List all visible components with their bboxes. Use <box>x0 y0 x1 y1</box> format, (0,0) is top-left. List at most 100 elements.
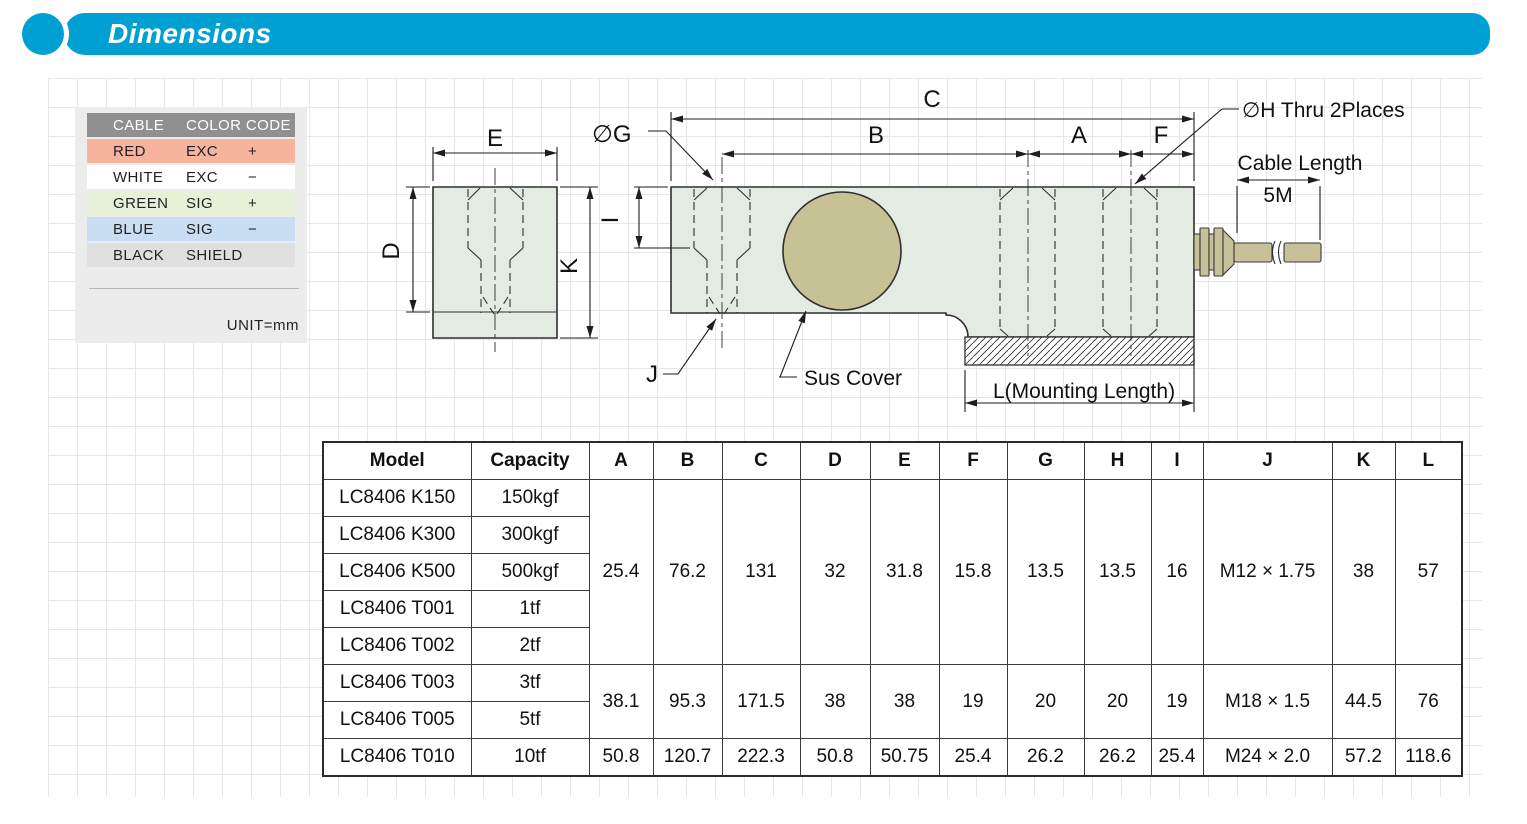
cable-table-header: CABLE COLOR CODE <box>87 113 295 137</box>
cable-polarity: − <box>248 168 258 186</box>
dim-value-c: 171.5 <box>721 664 801 739</box>
capacity-cell: 5tf <box>470 701 590 739</box>
spec-col-capacity: Capacity <box>470 441 590 480</box>
model-cell: LC8406 K500 <box>322 553 472 591</box>
dim-label-A: A <box>1071 122 1087 149</box>
dim-value-a: 50.8 <box>588 738 654 777</box>
dim-value-g: 13.5 <box>1006 479 1085 665</box>
cable-color: BLACK <box>113 246 165 264</box>
cable-header-col2: COLOR CODE <box>186 116 291 134</box>
unit-note: UNIT=mm <box>226 317 299 334</box>
spec-col-k: K <box>1331 441 1396 480</box>
dim-label-J: J <box>646 361 658 388</box>
spec-col-b: B <box>652 441 723 480</box>
spec-col-e: E <box>869 441 940 480</box>
model-cell: LC8406 T005 <box>322 701 472 739</box>
cable-signal: EXC <box>186 168 219 186</box>
dim-value-d: 32 <box>799 479 871 665</box>
cable-header-col1: CABLE <box>113 116 165 134</box>
dim-label-C: C <box>923 86 940 113</box>
dim-label-F: F <box>1154 122 1169 149</box>
spec-col-model: Model <box>322 441 472 480</box>
dim-value-d: 38 <box>799 664 871 739</box>
dim-value-i: 19 <box>1150 664 1204 739</box>
dim-value-h: 13.5 <box>1083 479 1152 665</box>
cable-gland <box>1193 227 1322 277</box>
cable-row-white: WHITE EXC − <box>87 165 295 189</box>
cable-color: BLUE <box>113 220 154 238</box>
dim-value-i: 16 <box>1150 479 1204 665</box>
spec-col-i: I <box>1150 441 1204 480</box>
hole-H-label: ∅H Thru 2Places <box>1242 99 1405 122</box>
model-cell: LC8406 T010 <box>322 738 472 777</box>
dim-label-B: B <box>868 122 884 149</box>
capacity-cell: 10tf <box>470 738 590 777</box>
capacity-cell: 300kgf <box>470 516 590 554</box>
cable-segment <box>1283 242 1322 263</box>
mounting-length-label: L(Mounting Length) <box>993 380 1175 403</box>
cable-length-value: 5M <box>1263 184 1292 207</box>
dim-value-i: 25.4 <box>1150 738 1204 777</box>
capacity-cell: 3tf <box>470 664 590 702</box>
dim-value-c: 222.3 <box>721 738 801 777</box>
dim-value-b: 76.2 <box>652 479 723 665</box>
spec-col-g: G <box>1006 441 1085 480</box>
side-view: C B A F I ∅G J Sus Cover ∅H Thru 2Places… <box>592 86 1405 412</box>
dim-value-e: 50.75 <box>869 738 940 777</box>
capacity-cell: 500kgf <box>470 553 590 591</box>
dim-value-k: 44.5 <box>1331 664 1396 739</box>
model-cell: LC8406 K300 <box>322 516 472 554</box>
spec-col-h: H <box>1083 441 1152 480</box>
spec-col-c: C <box>721 441 801 480</box>
dim-label-K: K <box>556 258 583 274</box>
cable-polarity: + <box>248 194 258 212</box>
dim-label-G: ∅G <box>592 121 632 148</box>
dim-value-f: 19 <box>938 664 1008 739</box>
dim-value-e: 38 <box>869 664 940 739</box>
cable-polarity: + <box>248 142 258 160</box>
dim-value-k: 57.2 <box>1331 738 1396 777</box>
dim-label-I: I <box>597 217 624 224</box>
cable-signal: SIG <box>186 220 214 238</box>
cable-panel-divider <box>89 288 299 289</box>
cable-length-label: Cable Length <box>1238 152 1363 175</box>
sus-cover-label: Sus Cover <box>804 367 902 390</box>
model-cell: LC8406 T002 <box>322 627 472 665</box>
dim-value-h: 20 <box>1083 664 1152 739</box>
dim-value-f: 15.8 <box>938 479 1008 665</box>
cable-segment <box>1233 242 1273 263</box>
capacity-cell: 1tf <box>470 590 590 628</box>
dim-value-c: 131 <box>721 479 801 665</box>
model-cell: LC8406 K150 <box>322 479 472 517</box>
dim-value-k: 38 <box>1331 479 1396 665</box>
spec-col-a: A <box>588 441 654 480</box>
cable-signal: SIG <box>186 194 214 212</box>
spec-col-f: F <box>938 441 1008 480</box>
spec-col-j: J <box>1202 441 1333 480</box>
capacity-cell: 150kgf <box>470 479 590 517</box>
dim-value-g: 26.2 <box>1006 738 1085 777</box>
mounting-hatch <box>964 336 1195 366</box>
spec-col-l: L <box>1394 441 1463 480</box>
cable-color: WHITE <box>113 168 164 186</box>
sus-cover-circle <box>782 191 902 311</box>
dim-value-b: 120.7 <box>652 738 723 777</box>
dim-value-l: 118.6 <box>1394 738 1463 777</box>
cable-color: RED <box>113 142 146 160</box>
model-cell: LC8406 T003 <box>322 664 472 702</box>
dim-value-l: 57 <box>1394 479 1463 665</box>
